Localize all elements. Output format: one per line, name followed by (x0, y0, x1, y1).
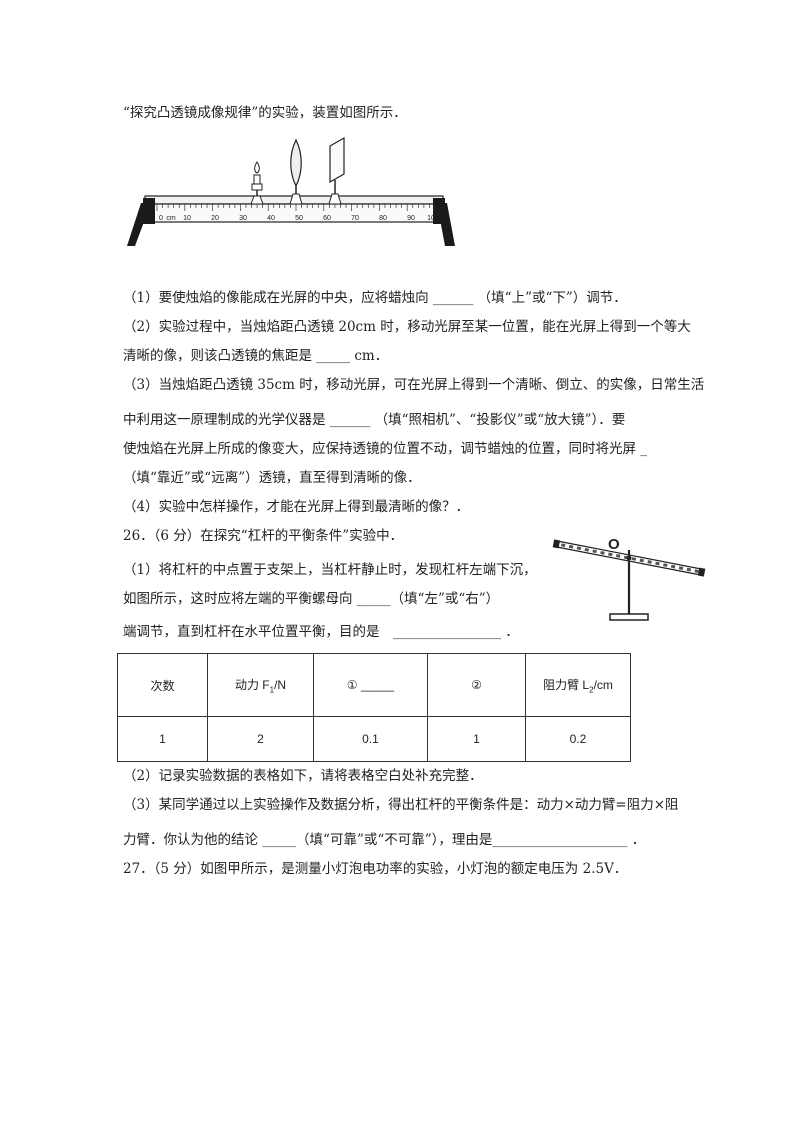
lens-question-3-line4: （填“靠近”或“远离”）透镜，直至得到清晰的像． (123, 470, 421, 486)
table-header-row: 次数 动力 F1/N ① _____ ② 阻力臂 L2/cm (117, 653, 631, 717)
ruler-tick-label: 50 (295, 215, 303, 222)
ruler-tick-label: 20 (211, 215, 219, 222)
lever-tick (568, 544, 574, 549)
lever-tick (608, 552, 613, 557)
light-screen (328, 136, 345, 205)
question-26-heading: 26．（6 分）在探究“杠杆的平衡条件”实验中． (123, 528, 404, 544)
lever-pivot (626, 555, 632, 561)
lens-question-3-line3: 使烛焰在光屏上所成的像变大，应保持透镜的位置不动，调节蜡烛的位置，同时将光屏 _ (123, 441, 648, 457)
lever-tick (663, 563, 668, 567)
lever-tick (655, 561, 660, 566)
lens-question-2-line1: （2）实验过程中，当烛焰距凸透镜 20cm 时，移动光屏至某一位置，能在光屏上得… (123, 319, 691, 335)
lever-tick (592, 549, 597, 554)
header-resistance-arm-l2: 阻力臂 L2/cm (525, 653, 631, 717)
lever-figure: O (552, 536, 706, 621)
lever-tick (560, 543, 566, 548)
question-26-part1-line2: 如图所示，这时应将左端的平衡螺母向 _____（填“左”或“右”） (123, 591, 500, 607)
question-26-part1-line3: 端调节，直到杠杆在水平位置平衡，目的是 ________________ ． (123, 624, 519, 640)
lever-tick (584, 547, 590, 552)
lens-question-3-line2: 中利用这一原理制成的光学仪器是 ______ （填“照相机”、“投影仪”或“放大… (123, 412, 626, 428)
ruler-tick-label: 80 (379, 215, 387, 222)
ruler-tick-label: 40 (267, 215, 275, 222)
lever-tick (631, 557, 637, 561)
question-26-part1-line1: （1）将杠杆的中点置于支架上，当杠杆静止时，发现杠杆左端下沉， (123, 562, 537, 578)
question-26-part2: （2）记录实验数据的表格如下，请将表格空白处补充完整． (123, 768, 483, 784)
bench-ruler (146, 203, 442, 223)
intro-text: “探究凸透镜成像规律”的实验，装置如图所示． (123, 105, 407, 121)
bench-right-end (433, 198, 445, 224)
lens-question-4: （4）实验中怎样操作，才能在光屏上得到最清晰的像？． (123, 499, 470, 515)
lens-question-2-line2: 清晰的像，则该凸透镜的焦距是 _____ cm． (123, 348, 389, 364)
lever-stand-base (609, 613, 649, 621)
lever-tick (694, 569, 699, 574)
candle (250, 161, 264, 205)
lever-tick (639, 558, 645, 563)
lever-tick (670, 564, 676, 569)
ruler-tick-label: 90 (407, 215, 415, 222)
ruler-tick-label: cm (166, 215, 176, 222)
header-blank-1: ① _____ (313, 653, 428, 717)
bench-left-end (143, 198, 155, 224)
table-cell: 0.2 (525, 716, 631, 762)
table-cell: 0.1 (313, 716, 428, 762)
lever-tick (600, 550, 605, 555)
ruler-tick-label: 10 (183, 215, 191, 222)
question-26-part3-line2: 力臂．你认为他的结论 _____（填“可靠”或“不可靠”），理由是_______… (123, 832, 646, 848)
lever-pivot-label: O (608, 536, 620, 553)
table-cell: 1 (427, 716, 526, 762)
lever-tick (686, 567, 692, 572)
ruler-tick-label: 10 (427, 215, 435, 222)
table-cell: 1 (117, 716, 208, 762)
lens-question-1: （1）要使烛焰的像能成在光屏的中央，应将蜡烛向 ______ （填“上”或“下”… (123, 290, 627, 306)
question-26-part3-line1: （3）某同学通过以上实验操作及数据分析，得出杠杆的平衡条件是：动力×动力臂=阻力… (123, 797, 679, 813)
ruler-tick-label: 60 (323, 215, 331, 222)
ruler-tick-label: 30 (239, 215, 247, 222)
ruler-ticks (156, 204, 436, 211)
table-row: 1 2 0.1 1 0.2 (117, 716, 631, 762)
convex-lens (289, 138, 303, 205)
table-cell: 2 (207, 716, 314, 762)
lens-question-3-line1: （3）当烛焰距凸透镜 35cm 时，移动光屏，可在光屏上得到一个清晰、倒立、的实… (123, 377, 705, 393)
lever-tick (615, 554, 621, 558)
lever-data-table: 次数 动力 F1/N ① _____ ② 阻力臂 L2/cm 1 2 0.1 1… (117, 653, 631, 762)
question-27-heading: 27．（5 分）如图甲所示，是测量小灯泡电功率的实验，小灯泡的额定电压为 2.5… (123, 861, 628, 877)
lever-tick (647, 560, 652, 564)
ruler-tick-label: 0 (159, 215, 163, 222)
lever-tick (576, 546, 582, 551)
header-trial-count: 次数 (117, 653, 208, 717)
header-force-f1: 动力 F1/N (207, 653, 314, 717)
lever-tick (678, 566, 684, 570)
ruler-tick-label: 70 (351, 215, 359, 222)
header-blank-2: ② (427, 653, 526, 717)
